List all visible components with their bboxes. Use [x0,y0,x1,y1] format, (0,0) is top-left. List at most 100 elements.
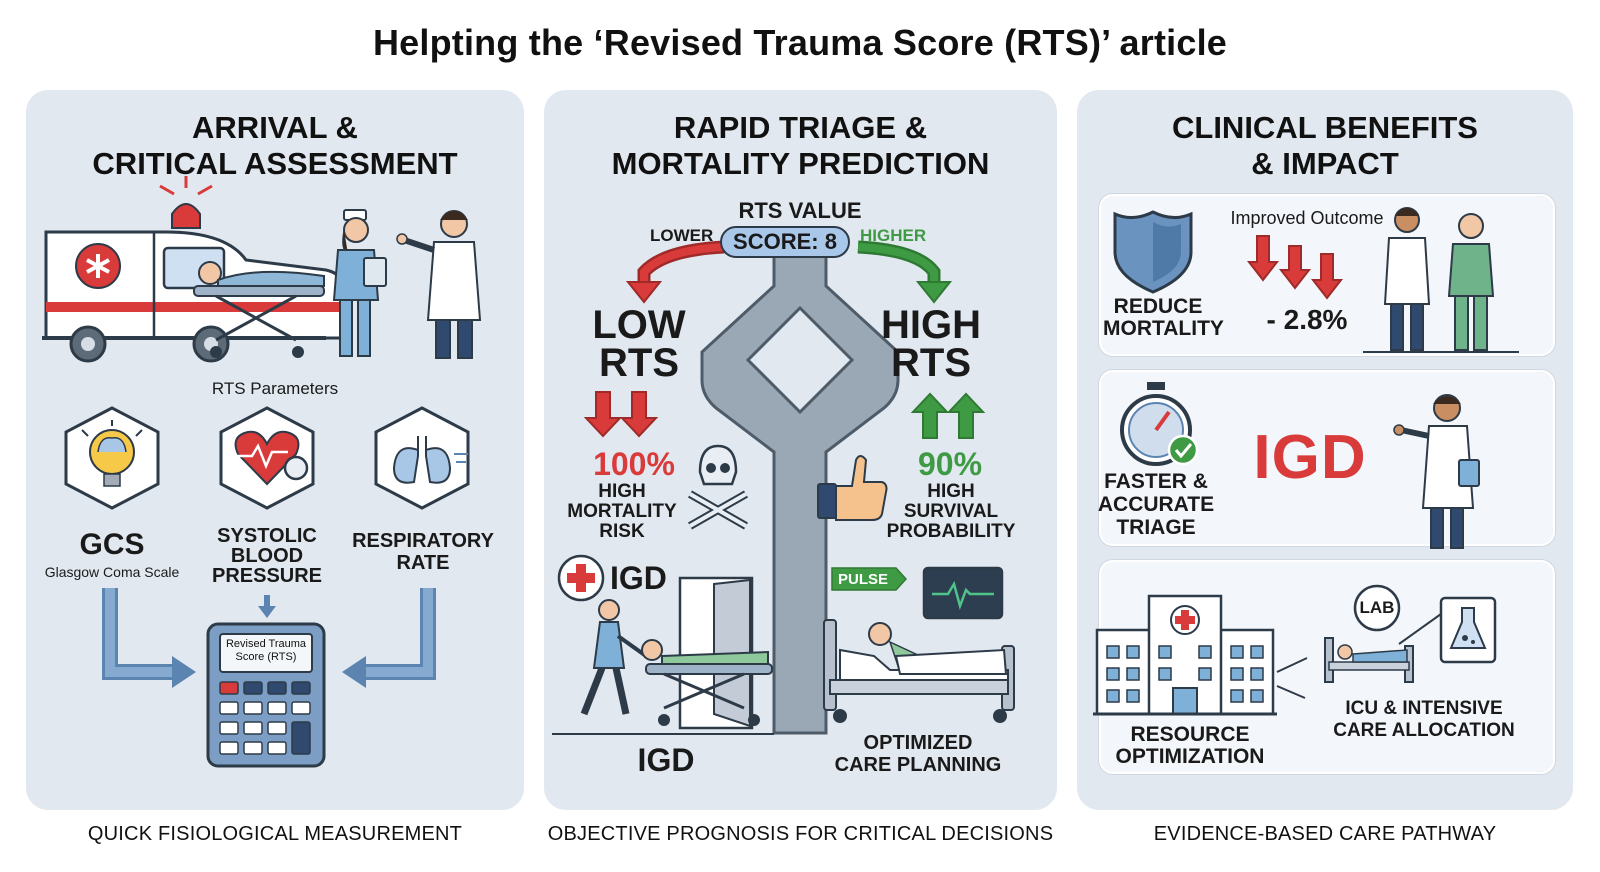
siren-icon [159,176,213,229]
faster-triage-line: TRIAGE [1116,516,1196,539]
up-arrows-icon [910,392,986,439]
survival-description-line: PROBABILITY [886,521,1016,542]
igd-label: IGD [610,560,667,596]
flow-arrow-down [258,595,276,618]
stopwatch-icon [1120,382,1199,466]
igd-bottom-label: IGD [637,742,695,778]
lab-label: LAB [1359,598,1395,617]
patient-icon [1447,213,1495,351]
panel-arrival-assessment: ARRIVAL & CRITICAL ASSESSMENT [26,90,524,810]
hospital-icon [1093,594,1277,716]
monitor-icon [922,566,1004,620]
down-arrows-icon [583,391,659,438]
gcs-label: GCS [79,528,145,561]
pulse-label: PULSE [838,571,889,588]
mortality-description-line: HIGH [598,481,646,502]
icu-allocation-label: ICU & INTENSIVE CARE ALLOCATION [1321,698,1527,742]
lower-label: LOWER [650,226,714,245]
reduce-mortality-label: REDUCE MORTALITY [1103,295,1224,340]
mortality-delta: - 2.8% [1266,304,1348,335]
sbp-label: SYSTOLIC BLOOD PRESSURE [202,526,332,586]
sbp-label-line: BLOOD [230,545,304,567]
panel1-footer: QUICK FISIOLOGICAL MEASUREMENT [87,823,463,845]
brain-bulb-icon [64,406,160,510]
flow-arrow-right [342,588,436,688]
lower-arrow [625,240,725,304]
icu-bed-icon [1324,637,1414,683]
decision-split-structure [700,243,900,735]
flask-icon [1439,596,1497,664]
doctor-icon [396,210,482,359]
rr-label: RESPIRATORY RATE [348,530,498,574]
rts-value-label: RTS VALUE [738,198,862,223]
care-planning-line: OPTIMIZED [863,732,973,754]
lab-bubble [1353,584,1401,632]
icu-allocation-line: CARE ALLOCATION [1333,720,1515,741]
survival-description: HIGH SURVIVAL PROBABILITY [866,482,1036,542]
gcs-subtitle: Glasgow Coma Scale [44,564,180,580]
improved-outcome-label: Improved Outcome [1230,208,1384,228]
rr-label-line: RESPIRATORY [352,530,494,552]
reduce-mortality-line: MORTALITY [1103,317,1224,340]
panel-title-line: ARRIVAL & [192,110,358,145]
panel-title: ARRIVAL & CRITICAL ASSESSMENT [26,110,524,182]
low-rts-line: LOW [592,303,686,347]
shield-icon [1113,210,1193,294]
sbp-label-line: SYSTOLIC [217,525,317,547]
survival-percent: 90% [917,446,983,482]
flow-arrow-left [102,588,196,688]
panel-title-line: CLINICAL BENEFITS [1172,110,1478,145]
mortality-description-line: RISK [599,521,645,542]
high-rts-heading: HIGH RTS [856,303,1006,385]
panel3-footer: EVIDENCE-BASED CARE PATHWAY [1153,823,1497,845]
mortality-description-line: MORTALITY [567,501,677,522]
faster-triage-label: FASTER & ACCURATE TRIAGE [1091,470,1221,539]
faster-triage-line: FASTER & [1104,470,1208,493]
calculator-icon [206,622,326,768]
nurse-icon [332,209,387,357]
panel-title: CLINICAL BENEFITS & IMPACT [1077,110,1573,182]
care-planning-line: CARE PLANNING [834,754,1002,776]
high-rts-line: RTS [891,341,971,385]
page-title: Helpting the ‘Revised Trauma Score (RTS)… [372,22,1228,63]
survival-description-line: SURVIVAL [903,501,999,522]
resource-optimization-line: OPTIMIZATION [1115,745,1265,768]
panel2-footer: OBJECTIVE PROGNOSIS FOR CRITICAL DECISIO… [547,823,1054,845]
panel-clinical-benefits: CLINICAL BENEFITS & IMPACT [1077,90,1573,810]
connector-lines [1276,613,1442,699]
low-rts-heading: LOW RTS [564,303,714,385]
thumbs-up-icon [817,455,888,521]
panel-title-line: & IMPACT [1251,146,1399,181]
reduce-mortality-line: REDUCE [1113,295,1203,318]
panel-title-line: RAPID TRIAGE & [673,110,928,145]
low-rts-line: RTS [599,341,679,385]
resource-optimization-label: RESOURCE OPTIMIZATION [1097,724,1283,768]
panel-rapid-triage: RAPID TRIAGE & MORTALITY PREDICTION [544,90,1057,810]
mortality-percent: 100% [593,446,675,482]
down-arrows-icon [1246,235,1344,300]
medical-cross-icon [557,554,605,602]
icu-allocation-line: ICU & INTENSIVE [1345,698,1503,719]
doctor-pointing-icon [1393,394,1480,549]
care-planning-label: OPTIMIZED CARE PLANNING [818,732,1018,776]
panel-title-line: MORTALITY PREDICTION [611,146,990,181]
higher-arrow [857,240,953,304]
pulse-tag [831,567,908,591]
survival-description-line: HIGH [927,481,975,502]
rr-label-line: RATE [396,552,450,574]
lungs-icon [374,406,470,510]
heart-bp-icon [219,406,315,510]
panel-title-line: CRITICAL ASSESSMENT [92,146,458,181]
higher-label: HIGHER [860,226,927,245]
calculator-screen: Revised Trauma Score (RTS) [220,638,312,664]
ambulance-icon [42,176,346,363]
high-rts-line: HIGH [881,303,981,347]
stretcher-icon [552,599,774,735]
stretcher-patient-icon [193,261,325,358]
calculator-screen-line: Revised Trauma [225,638,307,650]
faster-triage-line: ACCURATE [1097,493,1215,516]
rts-parameters-label: RTS Parameters [211,379,339,398]
sbp-label-line: PRESSURE [211,565,323,587]
panel-title: RAPID TRIAGE & MORTALITY PREDICTION [544,110,1057,182]
score-badge: SCORE: 8 [720,226,850,258]
